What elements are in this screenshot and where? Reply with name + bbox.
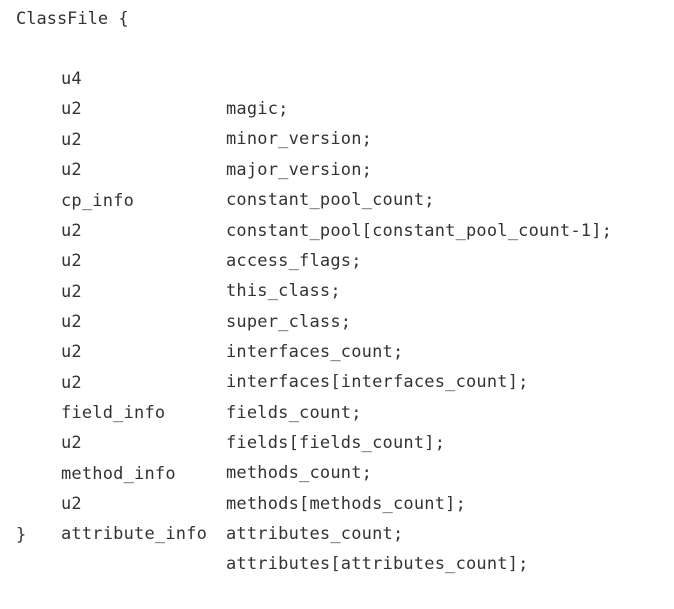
field-type: u2 bbox=[61, 221, 82, 241]
field-row: u2 interfaces[interfaces_count]; bbox=[0, 307, 528, 392]
field-row: u2 minor_version; bbox=[0, 64, 372, 149]
field-name: attributes_count; bbox=[226, 524, 404, 544]
field-row: u2 access_flags; bbox=[0, 186, 361, 271]
field-row: field_info fields[fields_count]; bbox=[0, 368, 445, 453]
field-name: interfaces_count; bbox=[226, 342, 404, 362]
field-row: u2 methods_count; bbox=[0, 398, 372, 483]
field-type: cp_info bbox=[61, 191, 135, 211]
field-name: minor_version; bbox=[226, 129, 373, 149]
field-row: u2 super_class; bbox=[0, 247, 351, 332]
field-type: u4 bbox=[61, 69, 82, 89]
field-type: field_info bbox=[61, 403, 166, 423]
field-name: constant_pool_count; bbox=[226, 190, 435, 210]
code-block: ClassFile { u4 magic; u2 minor_version; … bbox=[0, 9, 612, 574]
field-type: u2 bbox=[61, 494, 82, 514]
field-type: u2 bbox=[61, 433, 82, 453]
field-type: u2 bbox=[61, 342, 82, 362]
struct-footer: } bbox=[16, 525, 27, 545]
field-type: method_info bbox=[61, 464, 176, 484]
field-name: methods[methods_count]; bbox=[226, 494, 467, 514]
field-row: u2 fields_count; bbox=[0, 338, 361, 423]
field-row: attribute_info attributes[attributes_cou… bbox=[0, 489, 528, 574]
field-name: magic; bbox=[226, 99, 289, 119]
field-type: u2 bbox=[61, 312, 82, 332]
field-row: u2 attributes_count; bbox=[0, 459, 403, 544]
field-name: attributes[attributes_count]; bbox=[226, 554, 529, 574]
field-type: u2 bbox=[61, 373, 82, 393]
struct-header: ClassFile { bbox=[16, 9, 129, 29]
field-name: methods_count; bbox=[226, 463, 373, 483]
field-name: super_class; bbox=[226, 312, 352, 332]
field-name: access_flags; bbox=[226, 251, 362, 271]
field-name: major_version; bbox=[226, 160, 373, 180]
field-name: constant_pool[constant_pool_count-1]; bbox=[226, 221, 613, 241]
field-type: u2 bbox=[61, 251, 82, 271]
field-row: u2 constant_pool_count; bbox=[0, 125, 435, 210]
field-name: this_class; bbox=[226, 281, 341, 301]
field-type: u2 bbox=[61, 130, 82, 150]
field-type: u2 bbox=[61, 99, 82, 119]
field-row: u2 this_class; bbox=[0, 216, 341, 301]
field-row: u2 major_version; bbox=[0, 95, 372, 180]
field-row: u4 magic; bbox=[0, 34, 288, 119]
field-name: fields_count; bbox=[226, 403, 362, 423]
field-name: interfaces[interfaces_count]; bbox=[226, 372, 529, 392]
field-row: cp_info constant_pool[constant_pool_coun… bbox=[0, 156, 612, 241]
field-name: fields[fields_count]; bbox=[226, 433, 446, 453]
field-type: u2 bbox=[61, 282, 82, 302]
field-type: attribute_info bbox=[61, 524, 208, 544]
field-row: method_info methods[methods_count]; bbox=[0, 429, 466, 514]
field-row: u2 interfaces_count; bbox=[0, 277, 403, 362]
field-type: u2 bbox=[61, 160, 82, 180]
